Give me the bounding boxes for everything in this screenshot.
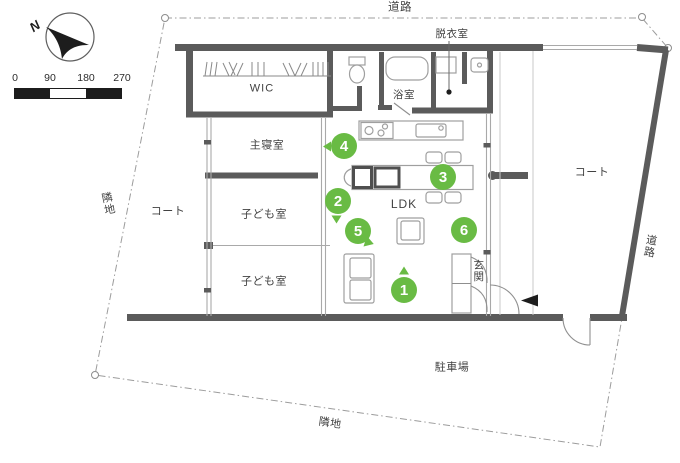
court-gate-door (562, 317, 591, 346)
fixtures (343, 56, 489, 314)
dining-chair (425, 151, 443, 164)
dressing-room-leader (446, 41, 452, 95)
boundary-corner-marker (161, 14, 169, 22)
boundary-corner-marker (638, 13, 646, 21)
compass (45, 12, 95, 62)
marker-6[interactable]: 6 (451, 217, 477, 243)
label-road-top: 道路 (388, 1, 412, 14)
label-bathroom: 浴室 (393, 88, 415, 101)
sofa-cushion (349, 257, 372, 279)
marker-4-direction-triangle (323, 141, 331, 152)
scale-segment (15, 89, 51, 98)
sink-faucet (438, 125, 444, 131)
label-entrance: 玄関 (472, 259, 485, 283)
scale-segment (85, 89, 121, 98)
scale-tick-270: 270 (113, 72, 131, 84)
label-ldk: LDK (390, 197, 418, 211)
marker-3[interactable]: 3 (430, 164, 456, 190)
washing-machine (435, 56, 457, 74)
scale-segment (50, 89, 86, 98)
site-boundary (91, 13, 672, 448)
stove-burner (377, 129, 385, 137)
scale-tick-90: 90 (44, 72, 56, 84)
island-end-chair (343, 168, 352, 187)
windows-and-glass-walls (204, 44, 637, 316)
dining-chair (425, 191, 443, 204)
label-dressing-room: 脱衣室 (435, 27, 469, 40)
compass-needle (46, 27, 89, 59)
dining-chair (444, 151, 462, 164)
marker-1[interactable]: 1 (391, 277, 417, 303)
walls (127, 44, 669, 321)
marker-5[interactable]: 5 (345, 218, 371, 244)
marker-2[interactable]: 2 (325, 188, 351, 214)
boundary-corner-marker (91, 371, 99, 379)
lounge-chair-seat (400, 220, 421, 241)
scale-bar (14, 88, 122, 99)
doors (393, 102, 591, 346)
washbasin-faucet (476, 62, 483, 68)
scale-tick-180: 180 (77, 72, 95, 84)
bath-label-background (385, 84, 423, 103)
scale-tick-0: 0 (12, 72, 18, 84)
stove-burner (381, 123, 389, 130)
entrance-arrow (521, 294, 538, 307)
toilet-tank (348, 56, 366, 66)
label-wic: WIC (249, 82, 275, 95)
dining-chair (444, 191, 462, 204)
label-kids-room-2: 子ども室 (241, 275, 287, 288)
island-cooktop-unit (373, 166, 401, 189)
sofa-cushion (349, 279, 372, 301)
marker-2-direction-triangle (331, 215, 342, 224)
entrance-door-swing (489, 284, 520, 315)
island-counter-unit (352, 166, 373, 189)
compass-ring (45, 12, 95, 62)
label-master-bedroom: 主寝室 (249, 139, 285, 152)
toilet-bowl (348, 64, 366, 84)
marker-1-direction-triangle (399, 266, 409, 275)
stove-burner (364, 125, 374, 136)
label-parking: 駐車場 (434, 361, 470, 374)
shoe-cabinet-doors (470, 256, 488, 313)
wic-hanger-hatching (203, 61, 331, 77)
label-court-east: コート (574, 166, 610, 179)
bathtub (385, 56, 429, 81)
label-court-west: コート (150, 205, 186, 218)
bathroom-door (393, 102, 411, 116)
label-kids-room-1: 子ども室 (241, 208, 287, 221)
marker-4[interactable]: 4 (331, 133, 357, 159)
